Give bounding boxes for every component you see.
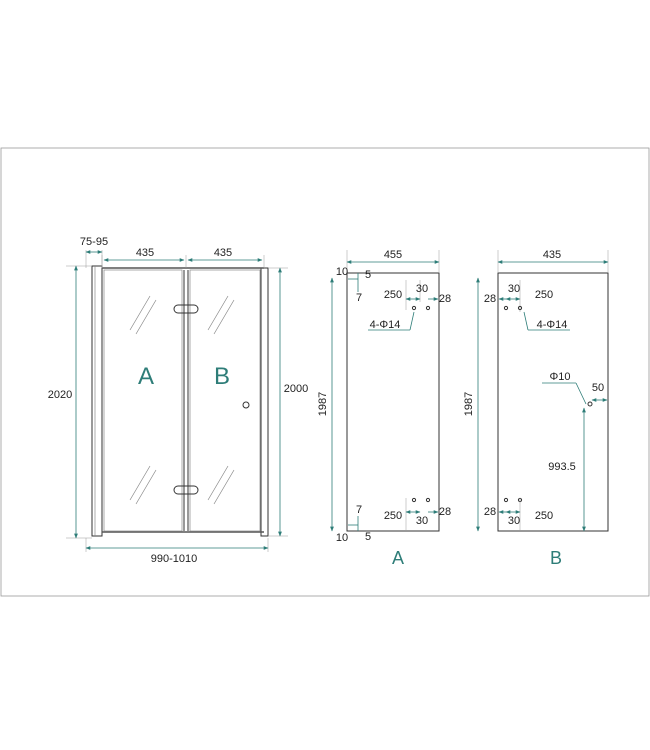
panel-a-outline: [346, 272, 440, 532]
detail-a-top-hole-b: 7: [356, 292, 362, 304]
detail-b-hole-1: [503, 305, 509, 311]
detail-b-hole-spacing: 250: [535, 289, 553, 301]
wall-profile-left: [91, 265, 103, 537]
front-view: 75-95 435 435 2020 2000 990-1010 A B: [48, 236, 308, 565]
panel-a: [103, 269, 183, 532]
detail-a-bottom-offset: 10: [336, 532, 348, 544]
detail-a: 455 10 5 7 250 30 28 4-Φ14 1987 250 30 2…: [317, 249, 451, 568]
detail-a-hole-spec: 4-Φ14: [370, 319, 401, 331]
detail-a-bottom-gap: 30: [416, 515, 428, 527]
dim-door-height: 2000: [284, 383, 308, 395]
panel-b-label: B: [214, 363, 230, 390]
wall-profile-right: [260, 267, 269, 537]
detail-b-handle-height: 993.5: [548, 461, 576, 473]
detail-a-bottom-edge: 28: [439, 506, 451, 518]
dim-total-width: 990-1010: [151, 553, 198, 565]
detail-a-bottom-spacing: 250: [384, 510, 402, 522]
detail-b: 435 28 30 250 4-Φ14 Φ10 50 993.5 1987 28: [463, 249, 609, 568]
dim-panel-a-width: 435: [136, 247, 154, 259]
bottom-hinge: [173, 485, 199, 495]
detail-b-hole-3: [503, 497, 509, 503]
detail-b-bottom-edge: 28: [484, 506, 496, 518]
detail-b-hole-2: [517, 305, 523, 311]
panel-a-label: A: [138, 363, 154, 390]
detail-a-width: 455: [384, 249, 402, 261]
detail-a-height: 1987: [317, 392, 329, 416]
top-hinge: [173, 304, 199, 314]
detail-b-width: 435: [543, 249, 561, 261]
dim-total-height: 2020: [48, 389, 72, 401]
detail-a-title: A: [392, 548, 404, 568]
door-handle: [242, 401, 250, 409]
detail-b-handle: [587, 401, 593, 407]
detail-b-title: B: [550, 548, 562, 568]
detail-b-hole-edge: 28: [484, 293, 496, 305]
detail-a-hole-gap: 30: [416, 283, 428, 295]
detail-a-hole-2: [425, 305, 431, 311]
detail-a-bottom-hole-b: 5: [365, 531, 371, 543]
dim-gap: 75-95: [80, 236, 108, 248]
detail-a-top-hole-a: 5: [365, 269, 371, 281]
detail-a-hole-1: [411, 305, 417, 311]
detail-b-handle-offset: 50: [592, 382, 604, 394]
detail-a-hole-4: [425, 497, 431, 503]
drawing-border: [0, 147, 650, 597]
panel-b-outline: [497, 272, 609, 532]
detail-a-bottom-hole-a: 7: [356, 504, 362, 516]
detail-b-hole-gap: 30: [508, 283, 520, 295]
detail-a-hole-spacing: 250: [384, 289, 402, 301]
detail-b-bottom-spacing: 250: [535, 510, 553, 522]
detail-a-hole-edge: 28: [439, 293, 451, 305]
glass-reflections: [129, 295, 235, 505]
panel-b: [189, 269, 261, 532]
detail-b-handle-hole: Φ10: [549, 371, 570, 383]
detail-a-hole-3: [411, 497, 417, 503]
detail-a-top-offset: 10: [336, 266, 348, 278]
detail-b-bottom-gap: 30: [508, 515, 520, 527]
detail-b-hole-spec: 4-Φ14: [537, 319, 568, 331]
detail-b-height: 1987: [463, 392, 475, 416]
dim-panel-b-width: 435: [214, 247, 232, 259]
